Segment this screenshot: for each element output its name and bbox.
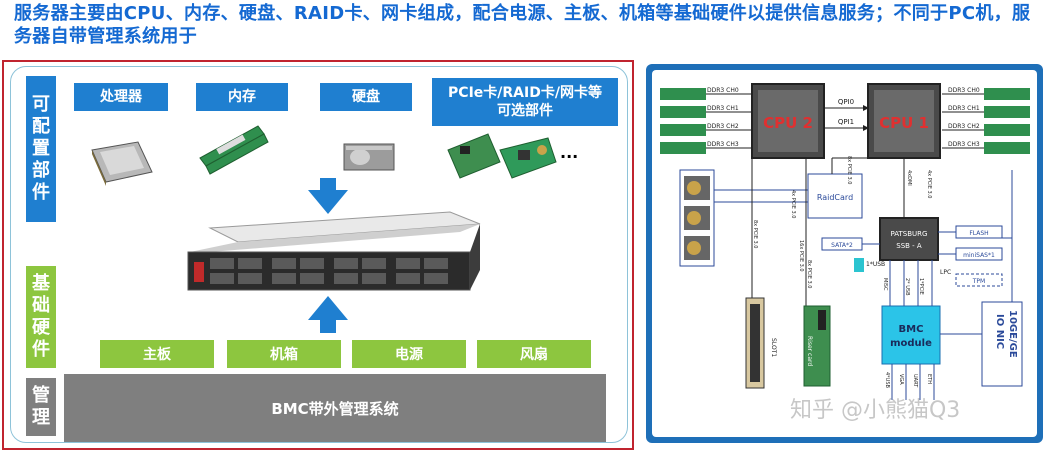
page-title: 服务器主要由CPU、内存、硬盘、RAID卡、网卡组成，配合电源、主板、机箱等基础…: [14, 3, 1031, 47]
patsburg-chip: PATSBURG SSB - A: [879, 217, 939, 261]
arrow-up: [308, 296, 348, 333]
block-diagram: DDR3 CH0 DDR3 CH1 DDR3 CH2 DDR3 CH3 DDR3…: [660, 83, 1030, 400]
dimm-left-group: DDR3 CH0 DDR3 CH1 DDR3 CH2 DDR3 CH3: [660, 87, 752, 154]
processor-image: [91, 141, 153, 186]
ddr-right-2: DDR3 CH2: [948, 123, 980, 130]
bmc-label: BMC: [899, 324, 924, 335]
pcie-label-5: 4x PCIE 3.0: [926, 170, 932, 198]
flash-label: FLASH: [969, 230, 988, 237]
pcie-label-2: 8x PCIE 3.0: [806, 260, 812, 288]
management-label: 管理: [26, 378, 56, 436]
optional-components-label: 可配置部件: [26, 76, 56, 222]
pcie-label-4: 16x PCIE 3.0: [798, 240, 804, 272]
dimm-right-group: DDR3 CH0 DDR3 CH1 DDR3 CH2 DDR3 CH3: [942, 87, 1030, 154]
io-nic-label: IO NIC: [994, 314, 1005, 349]
pcie-label-0: 8x PCIE 3.0: [752, 220, 758, 248]
io-nic: IO NIC 10GE/GE: [981, 301, 1023, 387]
bmc-module: BMC module: [881, 305, 941, 365]
ddr-left-1: DDR3 CH1: [707, 105, 739, 112]
basic-hardware-label: 基础硬件: [26, 266, 56, 368]
bmc-port-misc: MISC: [882, 278, 888, 291]
bmc-port-usb: 2* USB: [904, 278, 910, 296]
usb-icon: [854, 258, 864, 272]
raidcard-box: RaidCard: [807, 173, 863, 219]
ddr-right-0: DDR3 CH0: [948, 87, 980, 94]
part-processor: 处理器: [74, 83, 168, 111]
basic-chassis: 机箱: [227, 340, 341, 368]
io-nic-speed-label: 10GE/GE: [1007, 310, 1018, 358]
ssb-label: SSB - A: [896, 242, 922, 250]
bmc-port-4usb: 4*USB: [884, 372, 890, 389]
bmc-port-uart: UART: [912, 374, 918, 388]
bmc-management-bar: BMC带外管理系统: [64, 374, 606, 442]
bmc-module-label: module: [890, 338, 932, 349]
slot1: SLOT1: [745, 297, 777, 389]
usb-label: 1*USB: [866, 261, 885, 268]
pcie-label-1: 4x PCIE 3.0: [790, 190, 796, 218]
basic-motherboard: 主板: [100, 340, 214, 368]
qpi1-label: QPI1: [838, 118, 854, 126]
cpu1-chip: CPU 1: [867, 83, 941, 159]
memory-image: [199, 125, 269, 175]
watermark: 知乎 @小熊猫Q3: [790, 398, 961, 423]
disk-image: [343, 143, 395, 171]
hdd-stack: [679, 169, 715, 267]
riser-label: Riser card: [806, 336, 813, 366]
cpu2-chip: CPU 2: [751, 83, 825, 159]
qpi0-label: QPI0: [838, 98, 854, 106]
tpm-label: TPM: [972, 278, 985, 285]
hardware-illustrations: ...: [91, 125, 578, 333]
sata-label: SATA*2: [831, 242, 853, 249]
ddr-right-3: DDR3 CH3: [948, 141, 980, 148]
left-panel-frame: [2, 60, 634, 450]
riser-card: Riser card: [803, 305, 831, 387]
server-image: [187, 211, 481, 291]
bmc-port-pcie: 1*PCIE: [918, 278, 924, 295]
pcie-label-3: 8x PCIE 3.0: [846, 156, 852, 184]
patsburg-label: PATSBURG: [891, 230, 928, 238]
ddr-left-2: DDR3 CH2: [707, 123, 739, 130]
ddr-left-3: DDR3 CH3: [707, 141, 739, 148]
left-panel-inner: [10, 66, 628, 443]
cpu1-label: CPU 1: [879, 114, 929, 132]
part-disk: 硬盘: [320, 83, 412, 111]
arrow-down: [308, 178, 348, 214]
ellipsis-text: ...: [560, 143, 578, 162]
bmc-port-eth: ETH: [926, 374, 932, 384]
slot1-label: SLOT1: [770, 338, 777, 357]
lpc-label: LPC: [940, 269, 951, 276]
tpm-box: [955, 273, 1003, 287]
part-memory: 内存: [196, 83, 288, 111]
raidcard-label: RaidCard: [817, 193, 853, 202]
minisas-label: miniSAS*1: [963, 252, 995, 259]
bmc-port-vga: VGA: [898, 374, 904, 385]
pcie-cards-image: [447, 133, 557, 179]
basic-power: 电源: [352, 340, 466, 368]
ddr-right-1: DDR3 CH1: [948, 105, 980, 112]
cpu2-label: CPU 2: [763, 114, 813, 132]
ddr-left-0: DDR3 CH0: [707, 87, 739, 94]
part-pcie-raid-nic: PCIe卡/RAID卡/网卡等可选部件: [432, 78, 618, 126]
basic-fan: 风扇: [477, 340, 591, 368]
dmi-label: 4xDMI: [906, 170, 912, 186]
